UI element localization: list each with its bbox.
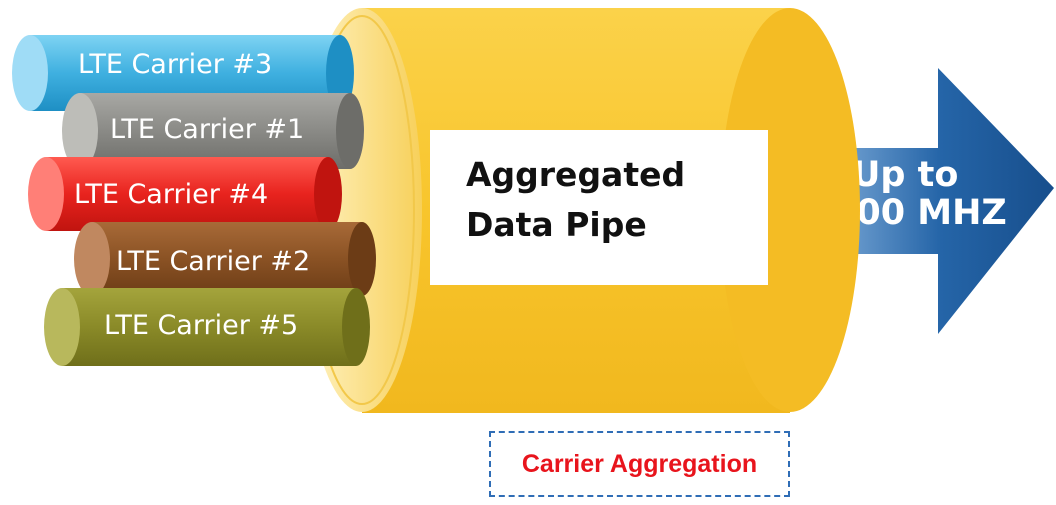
arrow-label-line2: 100 MHZ: [832, 193, 1007, 233]
arrow-label-line1: Up to: [852, 155, 958, 195]
bandwidth-arrow: Up to 100 MHZ: [770, 68, 1054, 334]
pipe-label-box: [430, 130, 768, 285]
carrier-tube: LTE Carrier #5: [44, 288, 370, 366]
pipe-label-line1: Aggregated: [466, 155, 685, 194]
carrier-label: LTE Carrier #5: [104, 310, 298, 341]
carrier-label: LTE Carrier #1: [110, 114, 304, 145]
diagram-caption: Carrier Aggregation: [521, 449, 758, 478]
pipe-end-right: [720, 8, 860, 412]
aggregated-data-pipe: Aggregated Data Pipe: [302, 8, 860, 413]
carrier-tube: LTE Carrier #4: [28, 157, 342, 231]
pipe-label-line2: Data Pipe: [466, 205, 647, 244]
carrier-label: LTE Carrier #4: [74, 179, 268, 210]
carrier-label: LTE Carrier #2: [116, 246, 310, 277]
caption-box: Carrier Aggregation: [489, 431, 790, 497]
carrier-label: LTE Carrier #3: [78, 49, 272, 80]
carrier-tube: LTE Carrier #2: [74, 222, 376, 296]
arrow-shape: [770, 68, 1054, 334]
carrier-tube: LTE Carrier #1: [62, 93, 364, 169]
